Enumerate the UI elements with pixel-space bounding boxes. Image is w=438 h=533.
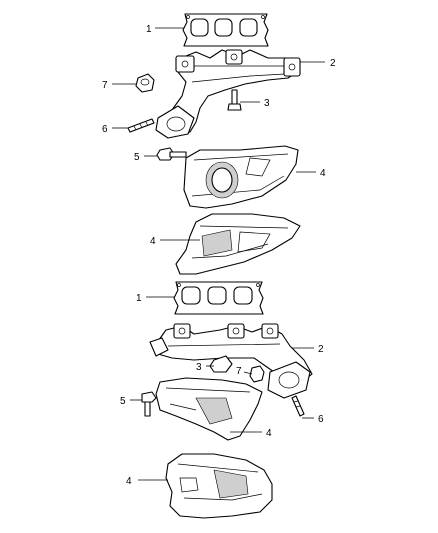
callout-2-top: 2: [330, 58, 336, 69]
heat-shield-bolt-bottom: [141, 391, 157, 417]
callout-5-top: 5: [134, 152, 140, 163]
stud-bolt-top: [127, 118, 155, 133]
heat-shield-lower-bottom: [165, 453, 273, 519]
heat-shield-upper-top: [183, 145, 299, 209]
nut-top: [135, 73, 155, 93]
exhaust-manifold-bottom: [149, 323, 313, 399]
callout-1-bottom: 1: [136, 293, 142, 304]
manifold-gasket-bottom: [173, 281, 264, 315]
callout-7-bottom: 7: [236, 366, 242, 377]
nut-bottom: [249, 365, 265, 383]
heat-shield-lower-top: [175, 213, 301, 275]
heat-shield-upper-bottom: [155, 377, 263, 441]
callout-4b-bottom: 4: [126, 476, 132, 487]
callout-3-bottom: 3: [196, 362, 202, 373]
callout-1-top: 1: [146, 24, 152, 35]
callout-5-bottom: 5: [120, 396, 126, 407]
callout-2-bottom: 2: [318, 344, 324, 355]
callout-6-top: 6: [102, 124, 108, 135]
stud-top: [227, 89, 242, 111]
stud-bolt-bottom: [291, 395, 305, 417]
heat-shield-bolt-top: [156, 147, 187, 161]
callout-4a-bottom: 4: [266, 428, 272, 439]
callout-7-top: 7: [102, 80, 108, 91]
leader-line: [243, 371, 253, 375]
manifold-gasket-top: [182, 13, 269, 47]
callout-4b-top: 4: [150, 236, 156, 247]
callout-4a-top: 4: [320, 168, 326, 179]
callout-3-top: 3: [264, 98, 270, 109]
callout-6-bottom: 6: [318, 414, 324, 425]
exhaust-manifold-top: [155, 49, 301, 139]
